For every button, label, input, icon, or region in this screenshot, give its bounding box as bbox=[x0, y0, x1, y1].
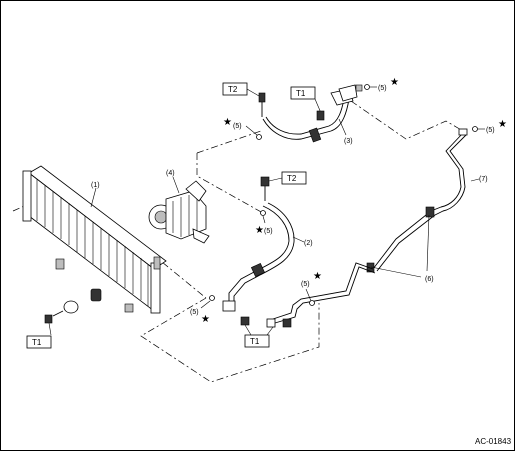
t1-label-condenser: T1 bbox=[32, 338, 42, 347]
lower-pipe bbox=[266, 262, 376, 328]
oring-mid-callout: ★ (5) bbox=[255, 210, 273, 236]
callout-pipe: (7) bbox=[479, 176, 488, 183]
marker-oring-compressor: ★ bbox=[223, 117, 232, 128]
clamps-callout: (6) bbox=[370, 214, 434, 283]
hose-2 bbox=[222, 202, 295, 312]
marker-oring-bottom-mid: ★ bbox=[313, 271, 322, 282]
t2-box-top: T2 bbox=[222, 82, 266, 117]
t1-box-top: T1 bbox=[290, 86, 325, 121]
callout-oring-compressor: (5) bbox=[233, 123, 242, 130]
t2-label-mid: T2 bbox=[287, 174, 297, 183]
compressor bbox=[148, 180, 210, 244]
oring-bottom-left-callout: (5) ★ bbox=[190, 295, 215, 325]
callout-oring-mid: (5) bbox=[264, 228, 273, 235]
oring-top-callout: (5) ★ bbox=[364, 77, 399, 92]
callout-condenser: (1) bbox=[91, 182, 100, 189]
oring-right-callout: (5) ★ bbox=[472, 119, 507, 134]
bottom-bolts bbox=[240, 316, 274, 336]
pipe-7-callout: (7) bbox=[470, 176, 488, 183]
marker-oring-right: ★ bbox=[498, 119, 507, 130]
callout-oring-bottom-mid: (5) bbox=[301, 281, 310, 288]
condenser-hardware bbox=[44, 288, 102, 336]
hose-3-callout: (3) bbox=[338, 118, 353, 145]
oring-compressor-callout: ★ (5) bbox=[223, 117, 262, 140]
hose-3 bbox=[262, 84, 363, 143]
condenser bbox=[22, 165, 167, 314]
t1-box-condenser: T1 bbox=[26, 335, 52, 349]
marker-oring-top: ★ bbox=[390, 77, 399, 88]
callout-oring-right: (5) bbox=[486, 127, 495, 134]
callout-hose-2: (2) bbox=[304, 240, 313, 247]
hose-2-callout: (2) bbox=[292, 236, 313, 247]
callout-compressor: (4) bbox=[166, 170, 175, 177]
figure-code: AC-01843 bbox=[475, 437, 512, 446]
marker-oring-mid: ★ bbox=[255, 225, 264, 236]
compressor-callout: (4) bbox=[166, 170, 180, 194]
oring-bottom-mid-callout: (5) ★ bbox=[301, 271, 322, 306]
callout-hose-3: (3) bbox=[344, 138, 353, 145]
condenser-callout: (1) bbox=[90, 182, 100, 208]
callout-oring-bottom-left: (5) bbox=[190, 309, 199, 316]
t2-label-top: T2 bbox=[228, 85, 238, 94]
callout-oring-top: (5) bbox=[378, 85, 387, 92]
t1-label-top: T1 bbox=[296, 89, 306, 98]
pipe-7 bbox=[366, 128, 468, 273]
marker-oring-bottom-left: ★ bbox=[201, 314, 210, 325]
t1-box-bottom: T1 bbox=[244, 334, 270, 348]
callout-clamps: (6) bbox=[425, 276, 434, 283]
t1-label-bottom: T1 bbox=[250, 337, 260, 346]
t2-box-mid: T2 bbox=[260, 171, 307, 201]
